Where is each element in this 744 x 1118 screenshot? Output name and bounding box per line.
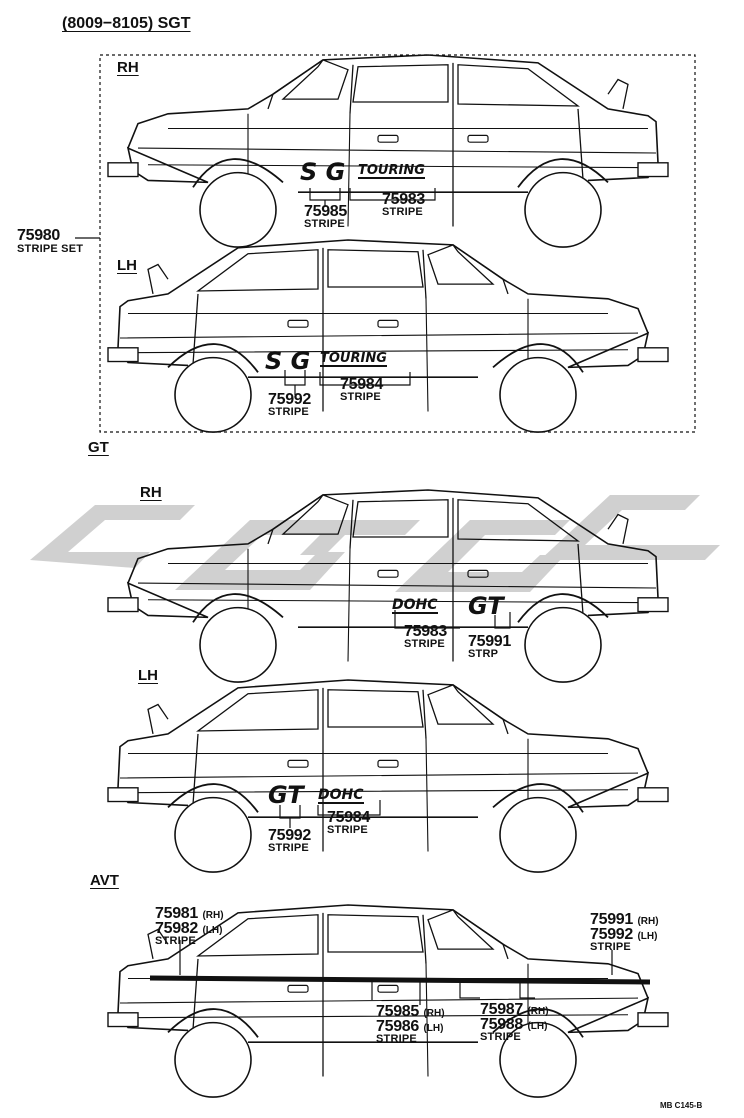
- car-sgt-lh: [107, 239, 669, 433]
- part-desc-75983: STRIPE: [382, 206, 423, 218]
- side-75991-avt: (RH): [637, 916, 659, 927]
- car-gt-lh: [107, 679, 669, 873]
- section-label-sgt-rh: RH: [117, 59, 139, 76]
- part-number-75992: 75992: [268, 391, 311, 408]
- part-desc-75985-86: STRIPE: [376, 1033, 417, 1045]
- part-desc-75987-88: STRIPE: [480, 1031, 521, 1043]
- section-label-gt: GT: [88, 439, 109, 456]
- section-label-gt-lh: LH: [138, 667, 158, 684]
- section-label-gt-rh: RH: [140, 484, 162, 501]
- part-number-75984-gt: 75984: [327, 809, 370, 826]
- part-number-75984: 75984: [340, 376, 383, 393]
- part-75985-avt: 75985 (RH): [376, 1004, 445, 1020]
- part-desc-75984: STRIPE: [340, 391, 381, 403]
- part-75992-avt: 75992 (LH): [590, 927, 657, 943]
- leader-lines-gt-rh: [394, 610, 511, 629]
- part-number-75992-gt: 75992: [268, 827, 311, 844]
- badge-gt-rh: GT: [468, 592, 504, 620]
- page-title: (8009−8105) SGT: [62, 15, 191, 32]
- part-75988: 75988 (LH): [480, 1017, 547, 1033]
- side-75981: (RH): [202, 910, 224, 921]
- avt-stripe: [149, 975, 651, 985]
- badge-touring-rh: TOURING: [358, 163, 425, 179]
- part-75986: 75986 (LH): [376, 1019, 443, 1035]
- part-number-75983-gt: 75983: [404, 623, 447, 640]
- watermark-logo: [30, 495, 720, 592]
- part-desc-75991: STRP: [468, 648, 499, 660]
- part-desc-stripe-set: STRIPE SET: [17, 243, 84, 255]
- side-75982: (LH): [202, 925, 223, 936]
- part-desc-75981-82: STRIPE: [155, 935, 196, 947]
- badge-sg-lh: S G: [265, 347, 311, 375]
- side-75988: (LH): [527, 1021, 548, 1032]
- leader-lines-avt: [179, 940, 613, 1005]
- part-desc-75992: STRIPE: [268, 406, 309, 418]
- badge-touring-lh: TOURING: [320, 351, 387, 367]
- car-sgt-rh: [107, 54, 669, 248]
- side-75987: (RH): [527, 1006, 549, 1017]
- page-code: MB C145-B: [660, 1101, 703, 1110]
- badge-dohc-lh: DOHC: [318, 787, 364, 804]
- part-75982: 75982 (LH): [155, 921, 222, 937]
- section-label-avt: AVT: [90, 872, 119, 889]
- part-number-75986: 75986: [376, 1018, 419, 1035]
- part-number-75985-avt: 75985: [376, 1003, 419, 1020]
- part-number-75991: 75991: [468, 633, 511, 650]
- leader-lines-sgt-lh: [284, 370, 411, 395]
- part-75991-avt: 75991 (RH): [590, 912, 659, 928]
- side-75992-avt: (LH): [637, 931, 658, 942]
- section-label-sgt-lh: LH: [117, 257, 137, 274]
- part-number-75985: 75985: [304, 203, 347, 220]
- part-number-75981: 75981: [155, 905, 198, 922]
- badge-dohc-rh: DOHC: [392, 597, 438, 614]
- part-number-75988: 75988: [480, 1016, 523, 1033]
- part-desc-75983-gt: STRIPE: [404, 638, 445, 650]
- part-number-75987: 75987: [480, 1001, 523, 1018]
- part-75987: 75987 (RH): [480, 1002, 549, 1018]
- leader-lines-gt-lh: [279, 800, 381, 828]
- part-75981: 75981 (RH): [155, 906, 224, 922]
- part-desc-75984-gt: STRIPE: [327, 824, 368, 836]
- badge-sg-rh: S G: [300, 158, 346, 186]
- part-number-stripe-set: 75980: [17, 227, 60, 244]
- side-75985-avt: (RH): [423, 1008, 445, 1019]
- part-number-75991-avt: 75991: [590, 911, 633, 928]
- leader-lines-sgt-rh: [309, 188, 436, 207]
- part-desc-75991-92: STRIPE: [590, 941, 631, 953]
- part-number-75983: 75983: [382, 191, 425, 208]
- part-desc-75992-gt: STRIPE: [268, 842, 309, 854]
- side-75986: (LH): [423, 1023, 444, 1034]
- part-number-75992-avt: 75992: [590, 926, 633, 943]
- part-number-75982: 75982: [155, 920, 198, 937]
- part-desc-75985: STRIPE: [304, 218, 345, 230]
- badge-gt-lh: GT: [268, 781, 304, 809]
